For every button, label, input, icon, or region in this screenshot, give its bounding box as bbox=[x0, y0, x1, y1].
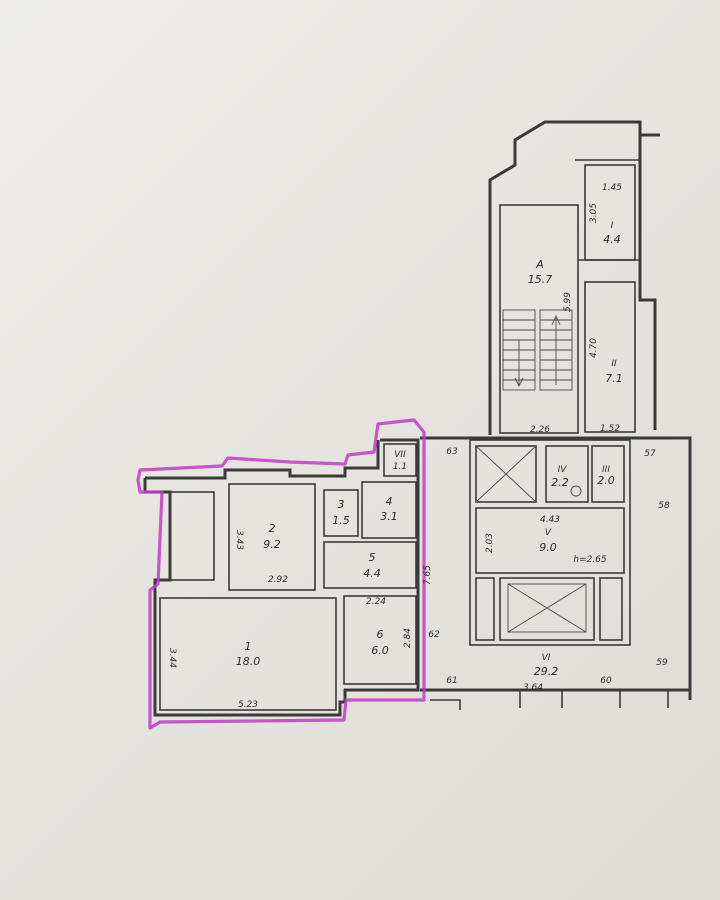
room-vii-number: VII bbox=[394, 450, 406, 460]
room-5-area: 4.4 bbox=[363, 567, 381, 580]
room-v-area: 9.0 bbox=[539, 541, 557, 554]
room-vii-area: 1.1 bbox=[393, 462, 407, 472]
mark-58: 58 bbox=[658, 501, 670, 511]
room-3-area: 1.5 bbox=[332, 514, 350, 527]
mark-59: 59 bbox=[656, 658, 668, 668]
dim-room-v-width: 4.43 bbox=[540, 515, 560, 525]
room-iv-area: 2.2 bbox=[551, 476, 569, 489]
apartment-walls bbox=[143, 438, 420, 717]
dim-room-v-depth: 2.03 bbox=[485, 533, 495, 553]
dim-hall-width: 3.64 bbox=[523, 683, 543, 693]
room-1-number: 1 bbox=[245, 640, 252, 653]
room-1-area: 18.0 bbox=[236, 655, 261, 668]
room-a-area: 15.7 bbox=[528, 273, 553, 286]
room-iii-number: III bbox=[602, 465, 610, 475]
dim-stair-depth: 5.99 bbox=[563, 292, 573, 312]
dim-room2-width: 2.92 bbox=[268, 575, 288, 585]
room-a-number: A bbox=[535, 258, 544, 271]
mark-57: 57 bbox=[644, 449, 656, 459]
dim-stair-width: 2.26 bbox=[530, 425, 550, 435]
dim-room-i-width: 1.45 bbox=[602, 183, 622, 193]
room-ii-area: 7.1 bbox=[605, 372, 623, 385]
staircase bbox=[502, 309, 573, 391]
mark-61: 61 bbox=[446, 676, 457, 686]
north-tower-walls bbox=[488, 120, 660, 435]
room-v-number: V bbox=[545, 528, 552, 538]
mark-63: 63 bbox=[446, 447, 458, 457]
dim-room-i-depth: 3.05 bbox=[589, 203, 599, 223]
dim-room6-width: 2.24 bbox=[366, 597, 386, 607]
room-v-height: h=2.65 bbox=[573, 555, 607, 565]
dim-room1-depth: 3.44 bbox=[167, 648, 177, 668]
apartment-highlight bbox=[136, 418, 426, 730]
room-i-area: 4.4 bbox=[603, 233, 621, 246]
room-2-area: 9.2 bbox=[263, 538, 281, 551]
mark-62: 62 bbox=[428, 630, 440, 640]
dim-room2-depth: 3.43 bbox=[234, 530, 244, 550]
room-i-number: I bbox=[611, 221, 614, 231]
room-4-area: 3.1 bbox=[380, 510, 398, 523]
room-vi-area: 29.2 bbox=[534, 665, 559, 678]
room-6-area: 6.0 bbox=[371, 644, 389, 657]
dim-room-ii-width: 1.52 bbox=[600, 424, 620, 434]
dim-room-ii-depth: 4.70 bbox=[589, 338, 599, 358]
room-5-number: 5 bbox=[369, 551, 376, 564]
mark-60: 60 bbox=[600, 676, 612, 686]
dim-room6-depth: 2.84 bbox=[403, 628, 413, 648]
room-2-number: 2 bbox=[269, 522, 276, 535]
room-ii-number: II bbox=[611, 359, 617, 369]
room-3-number: 3 bbox=[338, 498, 345, 511]
room-iv-number: IV bbox=[558, 465, 568, 475]
central-block-walls bbox=[420, 436, 692, 710]
room-4-number: 4 bbox=[386, 495, 393, 508]
dim-corridor-length: 7.65 bbox=[423, 565, 433, 585]
room-vi-number: VI bbox=[542, 653, 551, 663]
dim-room1-width: 5.23 bbox=[238, 700, 258, 710]
room-6-number: 6 bbox=[377, 628, 384, 641]
room-iii-area: 2.0 bbox=[597, 474, 615, 487]
